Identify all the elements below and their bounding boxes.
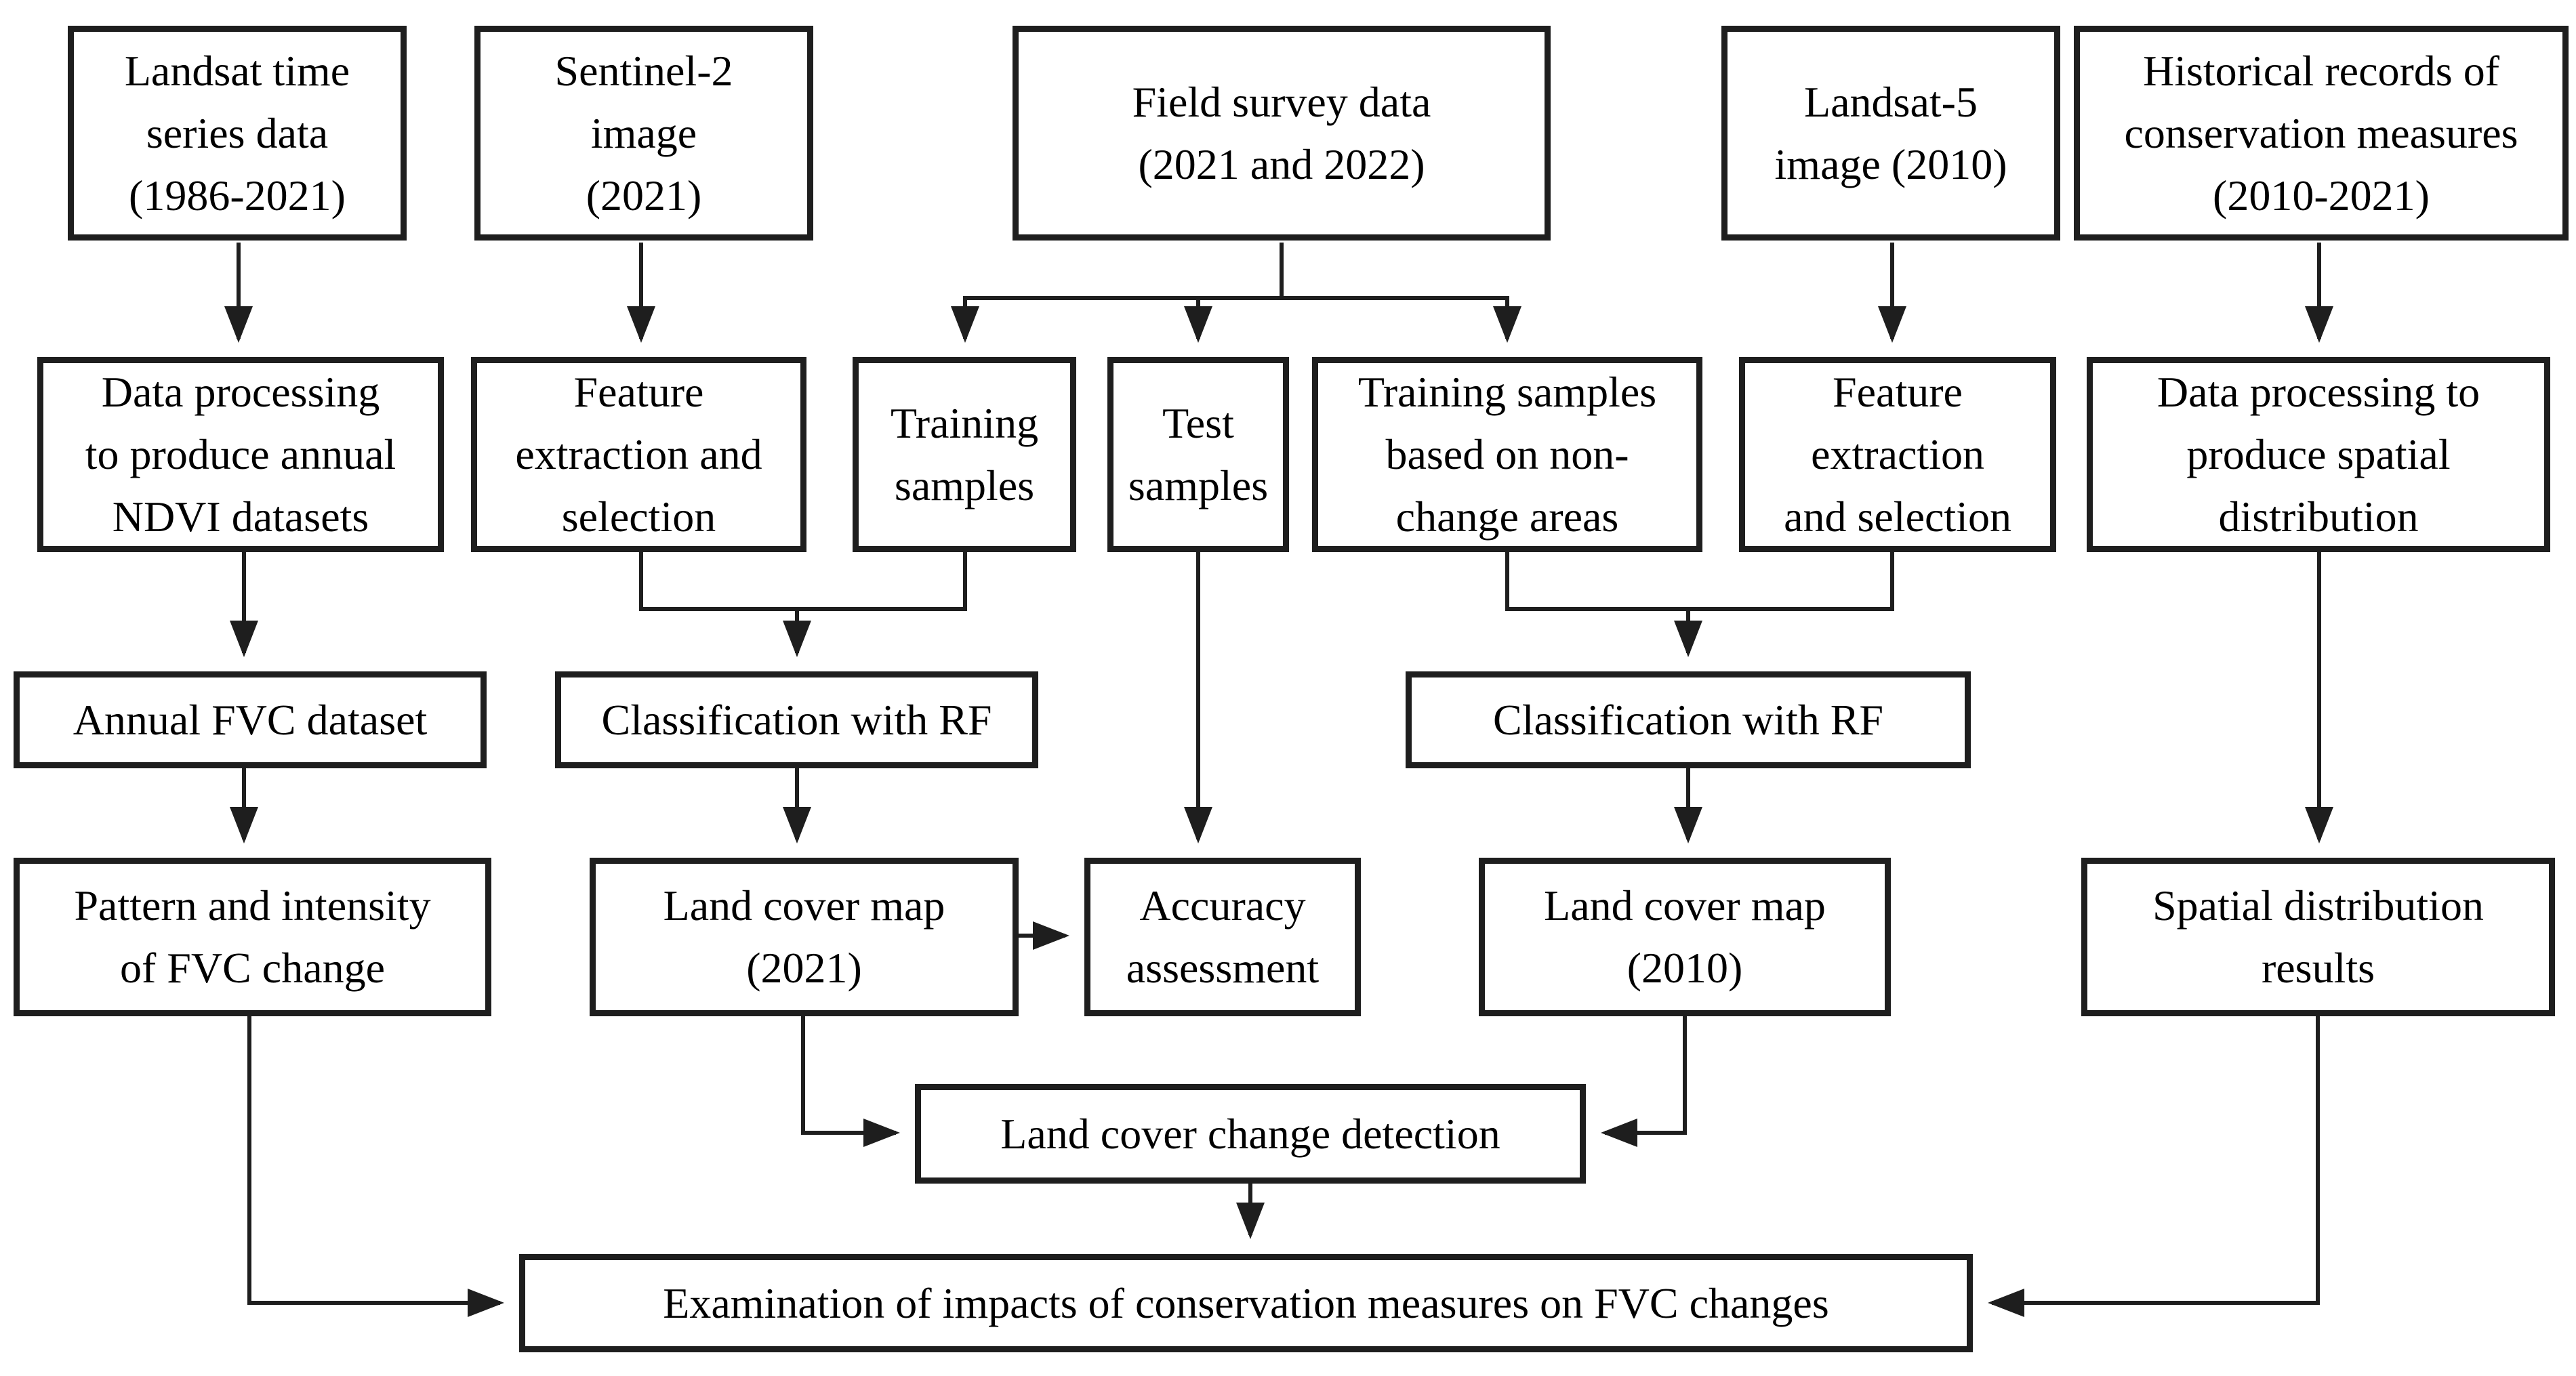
node-label: Accuracy assessment (1126, 881, 1320, 992)
node-label: Land cover change detection (1000, 1109, 1500, 1158)
node-feature-extraction-right: Feature extraction and selection (1739, 357, 2056, 552)
node-annual-fvc-dataset: Annual FVC dataset (14, 671, 487, 768)
node-label: Sentinel-2 image (2021) (554, 46, 733, 220)
node-classification-rf-right: Classification with RF (1406, 671, 1971, 768)
node-spatial-data-processing: Data processing to produce spatial distr… (2087, 357, 2550, 552)
node-land-cover-map-2010: Land cover map (2010) (1479, 858, 1891, 1016)
node-accuracy-assessment: Accuracy assessment (1084, 858, 1361, 1016)
node-label: Historical records of conservation measu… (2124, 46, 2518, 220)
node-landsat-time-series: Landsat time series data (1986-2021) (68, 26, 407, 241)
node-label: Annual FVC dataset (73, 695, 428, 744)
node-label: Land cover map (2021) (663, 881, 945, 992)
connector-map2021-to-change-detection (801, 1016, 900, 1147)
node-sentinel2-image: Sentinel-2 image (2021) (474, 26, 813, 241)
node-label: Test samples (1128, 399, 1269, 509)
node-land-cover-change-detection: Land cover change detection (915, 1084, 1586, 1184)
node-label: Field survey data (2021 and 2022) (1132, 77, 1431, 188)
node-label: Data processing to produce annual NDVI d… (85, 368, 396, 541)
node-label: Training samples (890, 399, 1039, 509)
node-label: Pattern and intensity of FVC change (74, 881, 431, 992)
node-training-samples-nonchange: Training samples based on non- change ar… (1312, 357, 1702, 552)
node-label: Training samples based on non- change ar… (1357, 368, 1657, 541)
node-label: Feature extraction and selection (1784, 368, 2011, 541)
connector-pattern-to-examination (247, 1016, 504, 1317)
node-label: Landsat time series data (1986-2021) (124, 46, 350, 220)
node-land-cover-map-2021: Land cover map (2021) (590, 858, 1019, 1016)
node-label: Landsat-5 image (2010) (1774, 77, 2007, 188)
node-label: Data processing to produce spatial distr… (2156, 368, 2480, 541)
node-examination-impacts: Examination of impacts of conservation m… (519, 1254, 1973, 1352)
node-training-samples: Training samples (853, 357, 1076, 552)
connector-map2010-to-change-detection (1601, 1016, 1687, 1147)
node-field-survey-data: Field survey data (2021 and 2022) (1013, 26, 1551, 241)
node-test-samples: Test samples (1107, 357, 1289, 552)
node-label: Examination of impacts of conservation m… (663, 1278, 1829, 1327)
node-ndvi-data-processing: Data processing to produce annual NDVI d… (37, 357, 444, 552)
node-landsat5-image: Landsat-5 image (2010) (1721, 26, 2060, 241)
node-historical-records: Historical records of conservation measu… (2074, 26, 2569, 241)
node-feature-extraction-left: Feature extraction and selection (471, 357, 806, 552)
node-classification-rf-left: Classification with RF (555, 671, 1038, 768)
node-pattern-intensity-fvc: Pattern and intensity of FVC change (14, 858, 491, 1016)
node-label: Classification with RF (1493, 695, 1883, 744)
node-label: Feature extraction and selection (515, 368, 762, 541)
node-label: Classification with RF (601, 695, 992, 744)
connector-results-to-examination (1988, 1016, 2320, 1317)
node-label: Spatial distribution results (2152, 881, 2484, 992)
node-spatial-distribution-results: Spatial distribution results (2081, 858, 2555, 1016)
node-label: Land cover map (2010) (1544, 881, 1826, 992)
